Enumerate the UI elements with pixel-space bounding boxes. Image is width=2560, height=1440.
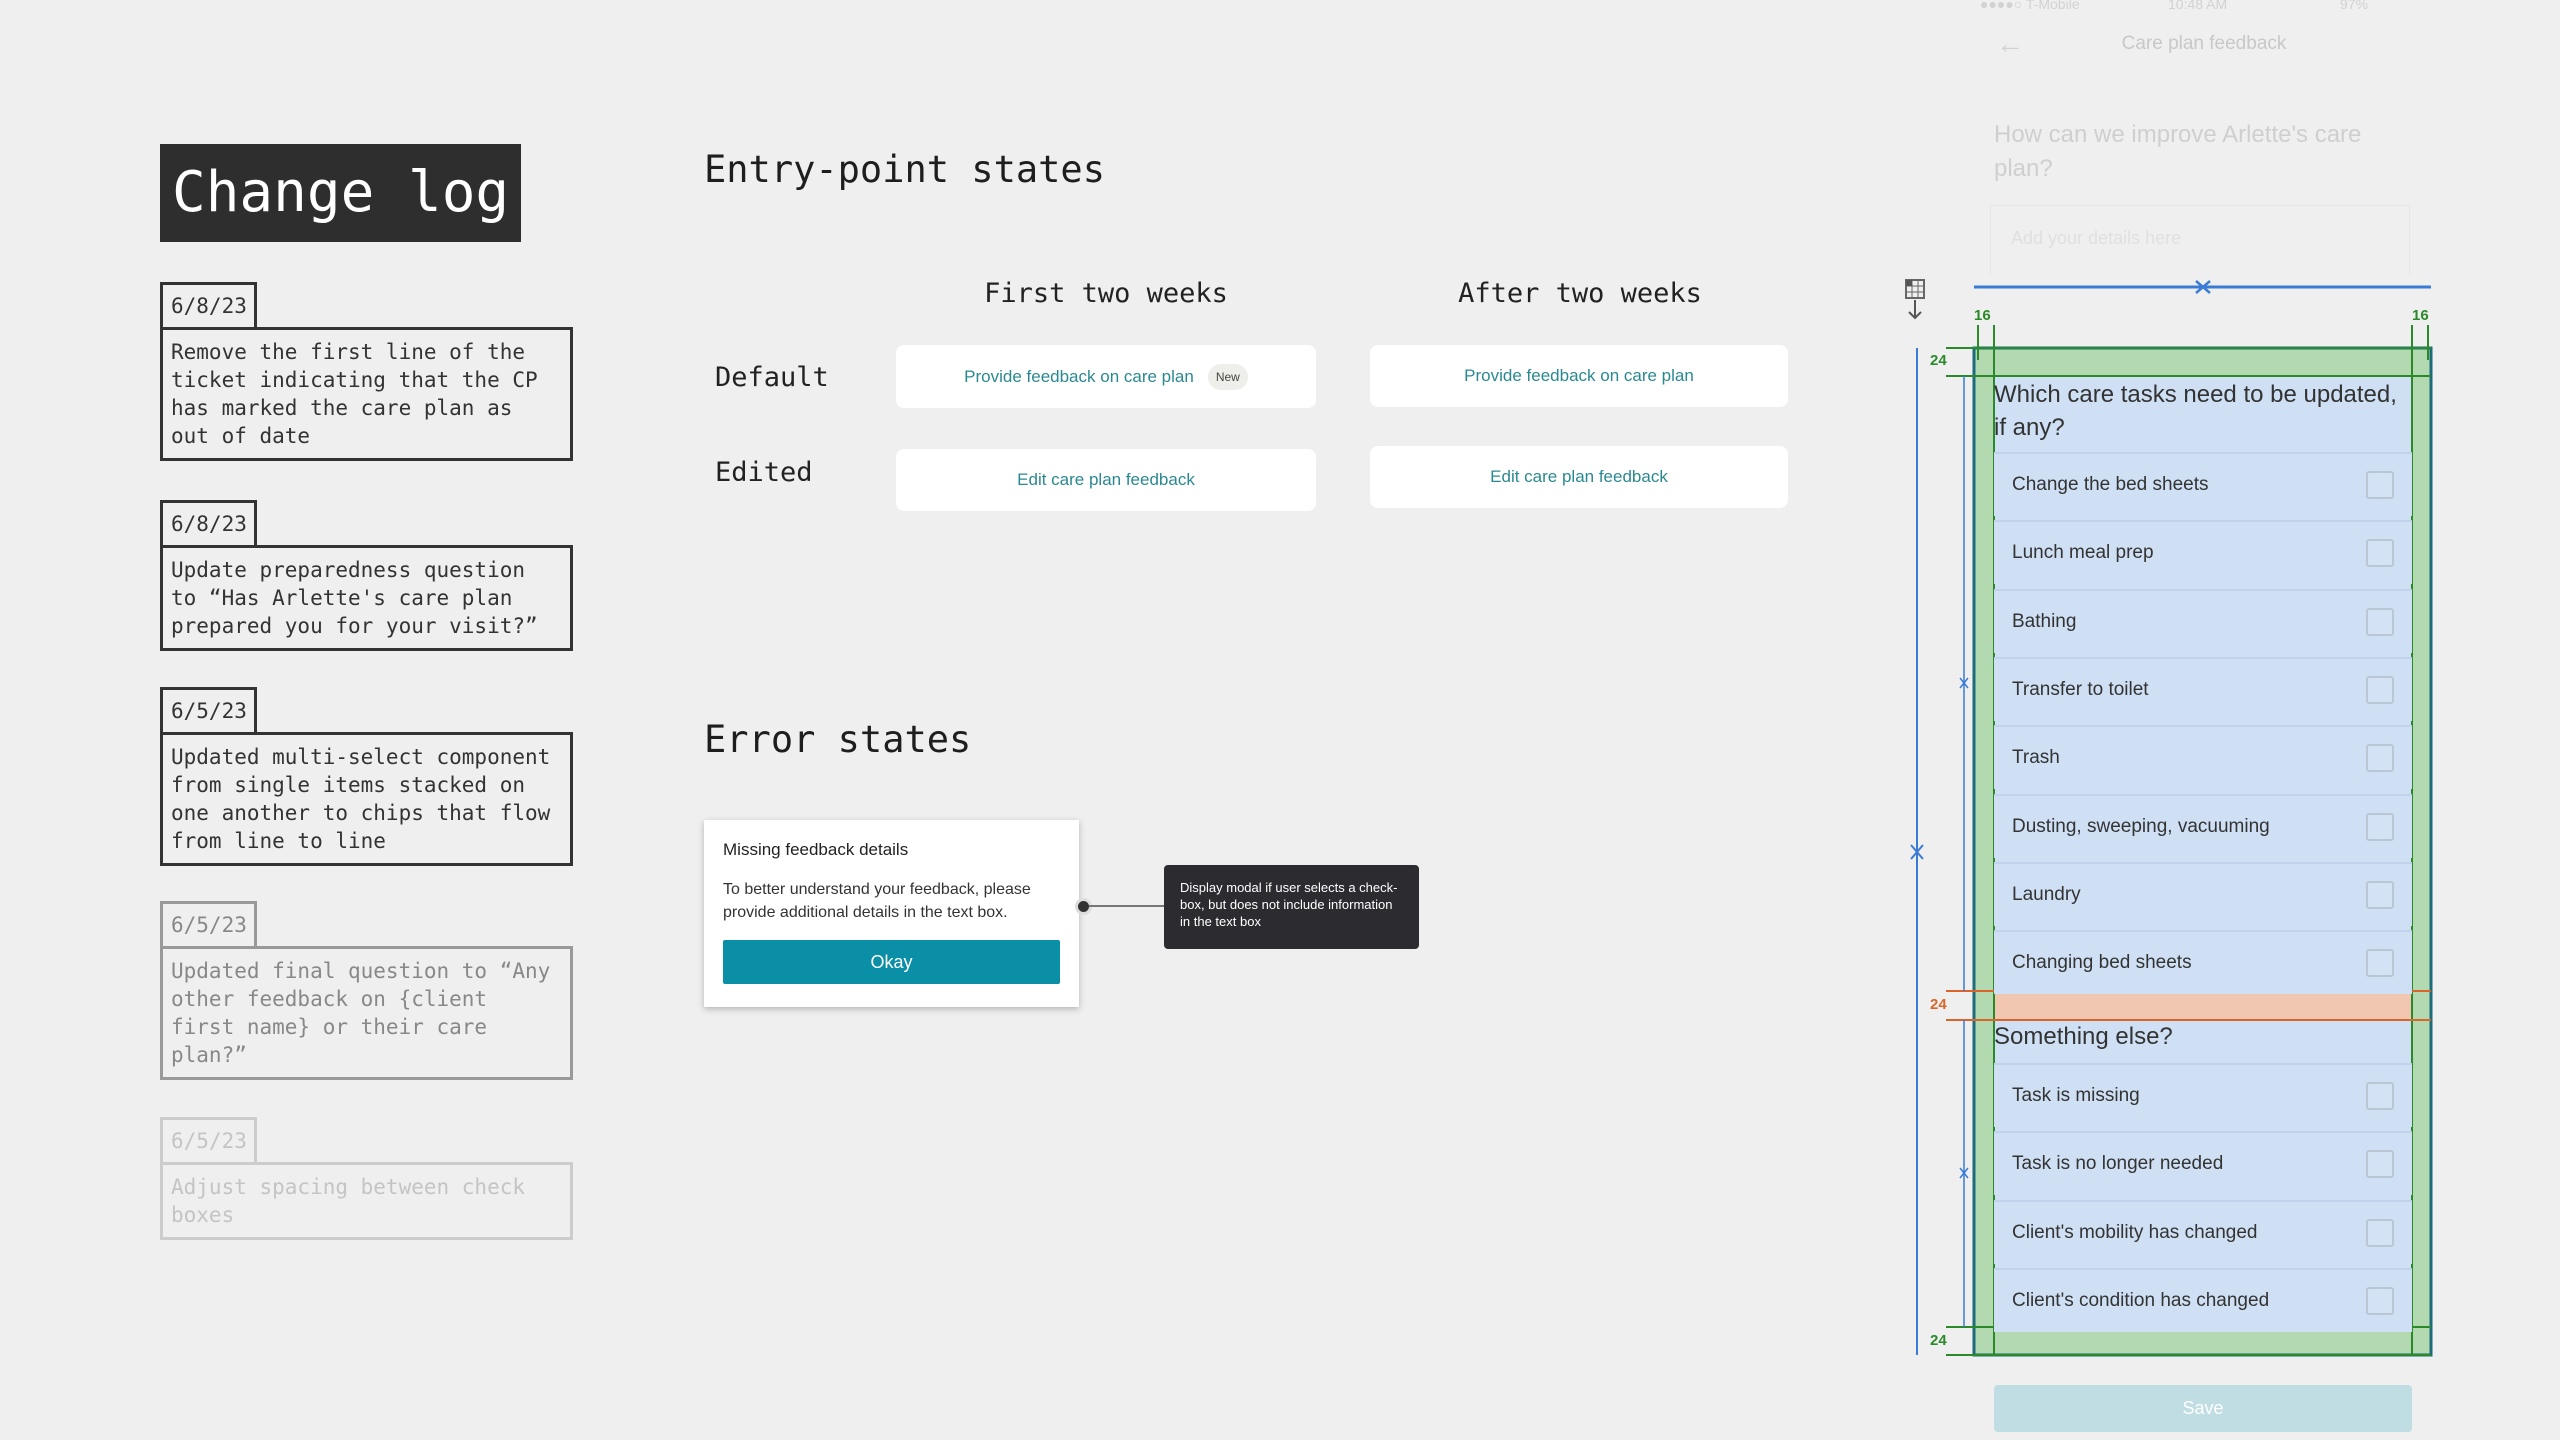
checkbox[interactable]: [2366, 880, 2394, 909]
entry-date: 6/5/23: [160, 901, 257, 946]
button-label: Provide feedback on care plan: [964, 366, 1194, 386]
spec-label-top: 24: [1930, 352, 1947, 369]
modal-title: Missing feedback details: [723, 840, 909, 859]
task-label: Transfer to toilet: [2012, 678, 2149, 700]
task-label: Trash: [2012, 747, 2060, 769]
task-option[interactable]: Client's condition has changed: [1994, 1267, 2412, 1332]
task-option[interactable]: Lunch meal prep: [1994, 520, 2412, 585]
entry-date: 6/8/23: [160, 500, 257, 545]
changelog-entry: 6/8/23 Remove the first line of the tick…: [160, 282, 573, 461]
task-option[interactable]: Client's mobility has changed: [1994, 1199, 2412, 1264]
provide-feedback-button[interactable]: Provide feedback on care plan: [1370, 345, 1788, 407]
task-label: Client's mobility has changed: [2012, 1221, 2258, 1243]
entry-text: Adjust spacing between check boxes: [160, 1162, 573, 1240]
edit-feedback-button[interactable]: Edit care plan feedback: [896, 449, 1316, 511]
connector-dot: [1078, 901, 1089, 912]
carrier: ●●●●○ T-Mobile: [1980, 0, 2080, 12]
connector-line: [1089, 905, 1164, 907]
details-input[interactable]: Add your details here: [1990, 205, 2410, 275]
entry-text: Remove the first line of the ticket indi…: [160, 327, 573, 461]
task-label: Laundry: [2012, 883, 2081, 905]
checkbox[interactable]: [2366, 1286, 2394, 1315]
spec-label-left: 16: [1974, 307, 1991, 324]
checkbox[interactable]: [2366, 1218, 2394, 1247]
task-option[interactable]: Changing bed sheets: [1994, 930, 2412, 995]
entry-date: 6/5/23: [160, 1117, 257, 1162]
checkbox[interactable]: [2366, 1082, 2394, 1110]
checkbox[interactable]: [2366, 812, 2394, 841]
checkbox[interactable]: [2366, 539, 2394, 568]
back-arrow-icon[interactable]: ←: [1996, 28, 2024, 59]
spec-label-bottom: 24: [1930, 1332, 1947, 1349]
annotation-note: Display modal if user selects a check-bo…: [1164, 865, 1419, 949]
task-option[interactable]: Change the bed sheets: [1994, 452, 2412, 516]
task-label: Dusting, sweeping, vacuuming: [2012, 815, 2270, 837]
task-option[interactable]: Task is no longer needed: [1994, 1131, 2412, 1196]
task-label: Task is missing: [2012, 1085, 2140, 1106]
task-option[interactable]: Trash: [1994, 725, 2412, 790]
changelog-entry: 6/5/23 Updated multi-select component fr…: [160, 687, 573, 866]
task-label: Change the bed sheets: [2012, 474, 2209, 495]
error-states-title: Error states: [704, 718, 972, 761]
checkbox[interactable]: [2366, 744, 2394, 773]
question-care-tasks: Which care tasks need to be updated, if …: [1994, 381, 2397, 441]
task-option[interactable]: Laundry: [1994, 861, 2412, 926]
button-label: Edit care plan feedback: [1490, 467, 1668, 486]
edit-feedback-button[interactable]: Edit care plan feedback: [1370, 446, 1788, 508]
entry-date: 6/8/23: [160, 282, 257, 327]
task-option[interactable]: Dusting, sweeping, vacuuming: [1994, 793, 2412, 858]
entry-date: 6/5/23: [160, 687, 257, 732]
checkbox[interactable]: [2366, 607, 2394, 636]
changelog-entry: 6/5/23 Updated final question to “Any ot…: [160, 901, 573, 1080]
question-improve: How can we improve Arlette's care plan?: [1994, 121, 2362, 182]
modal-body: To better understand your feedback, plea…: [723, 881, 1031, 921]
checkbox[interactable]: [2366, 471, 2394, 499]
button-label: Provide feedback on care plan: [1464, 366, 1694, 385]
provide-feedback-button-new[interactable]: Provide feedback on care plan New: [896, 345, 1316, 408]
changelog-title: Change log: [160, 144, 522, 242]
grid-icon: [1905, 279, 1925, 320]
button-label: Edit care plan feedback: [1017, 470, 1195, 489]
task-option[interactable]: Transfer to toilet: [1994, 656, 2412, 721]
task-label: Bathing: [2012, 610, 2077, 632]
row-header: Edited: [715, 457, 813, 488]
save-button[interactable]: Save: [1994, 1385, 2412, 1432]
entry-text: Updated final question to “Any other fee…: [160, 946, 573, 1080]
spec-label-right: 16: [2412, 307, 2429, 324]
column-header: After two weeks: [1458, 278, 1702, 309]
task-label: Task is no longer needed: [2012, 1153, 2224, 1175]
checkbox[interactable]: [2366, 675, 2394, 704]
row-header: Default: [715, 362, 829, 393]
missing-details-modal: Missing feedback details To better under…: [704, 820, 1079, 1007]
okay-button[interactable]: Okay: [723, 940, 1060, 984]
entry-point-title: Entry-point states: [704, 148, 1105, 191]
task-label: Changing bed sheets: [2012, 952, 2192, 974]
nav-title: Care plan feedback: [2121, 33, 2287, 54]
battery: 97%: [2340, 0, 2369, 12]
task-label: Client's condition has changed: [2012, 1289, 2270, 1311]
entry-text: Updated multi-select component from sing…: [160, 732, 573, 866]
task-option[interactable]: Task is missing: [1994, 1063, 2412, 1127]
new-badge: New: [1207, 363, 1248, 390]
task-label: Lunch meal prep: [2012, 542, 2154, 564]
changelog-entry: 6/8/23 Update preparedness question to “…: [160, 500, 573, 651]
spec-label-gap: 24: [1930, 996, 1947, 1013]
question-something-else: Something else?: [1994, 1023, 2173, 1050]
column-header: First two weeks: [984, 278, 1228, 309]
changelog-entry: 6/5/23 Adjust spacing between check boxe…: [160, 1117, 573, 1240]
time: 10:48 AM: [2168, 0, 2228, 12]
entry-text: Update preparedness question to “Has Arl…: [160, 545, 573, 651]
checkbox[interactable]: [2366, 1150, 2394, 1179]
task-option[interactable]: Bathing: [1994, 588, 2412, 653]
checkbox[interactable]: [2366, 949, 2394, 978]
